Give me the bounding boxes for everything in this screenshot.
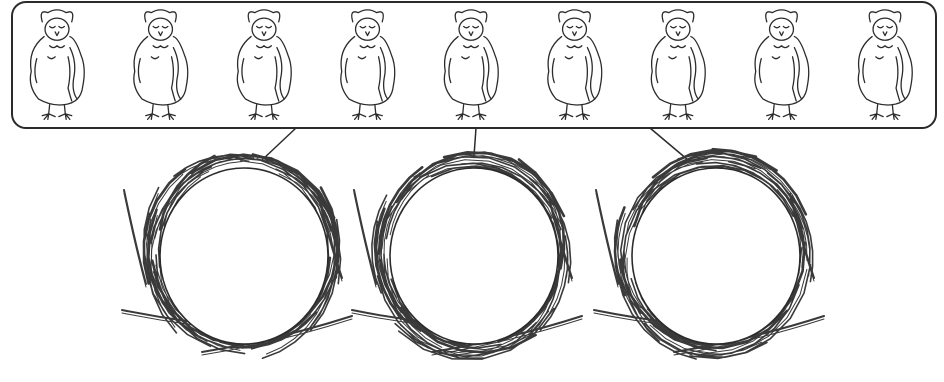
nest-opening	[389, 167, 559, 345]
connector-line-2	[473, 127, 477, 157]
nest-twigs	[121, 153, 353, 360]
connector-lines	[261, 127, 689, 161]
nest-twigs	[593, 147, 825, 360]
nest-icon	[593, 147, 825, 360]
nest-icon	[351, 150, 583, 360]
nest-icon	[121, 153, 353, 360]
nest-row	[121, 147, 825, 360]
connector-line-1	[261, 127, 297, 161]
owl-group-box	[11, 1, 937, 129]
connector-line-3	[649, 127, 689, 161]
nest-opening	[159, 167, 329, 345]
nest-opening	[631, 167, 801, 345]
